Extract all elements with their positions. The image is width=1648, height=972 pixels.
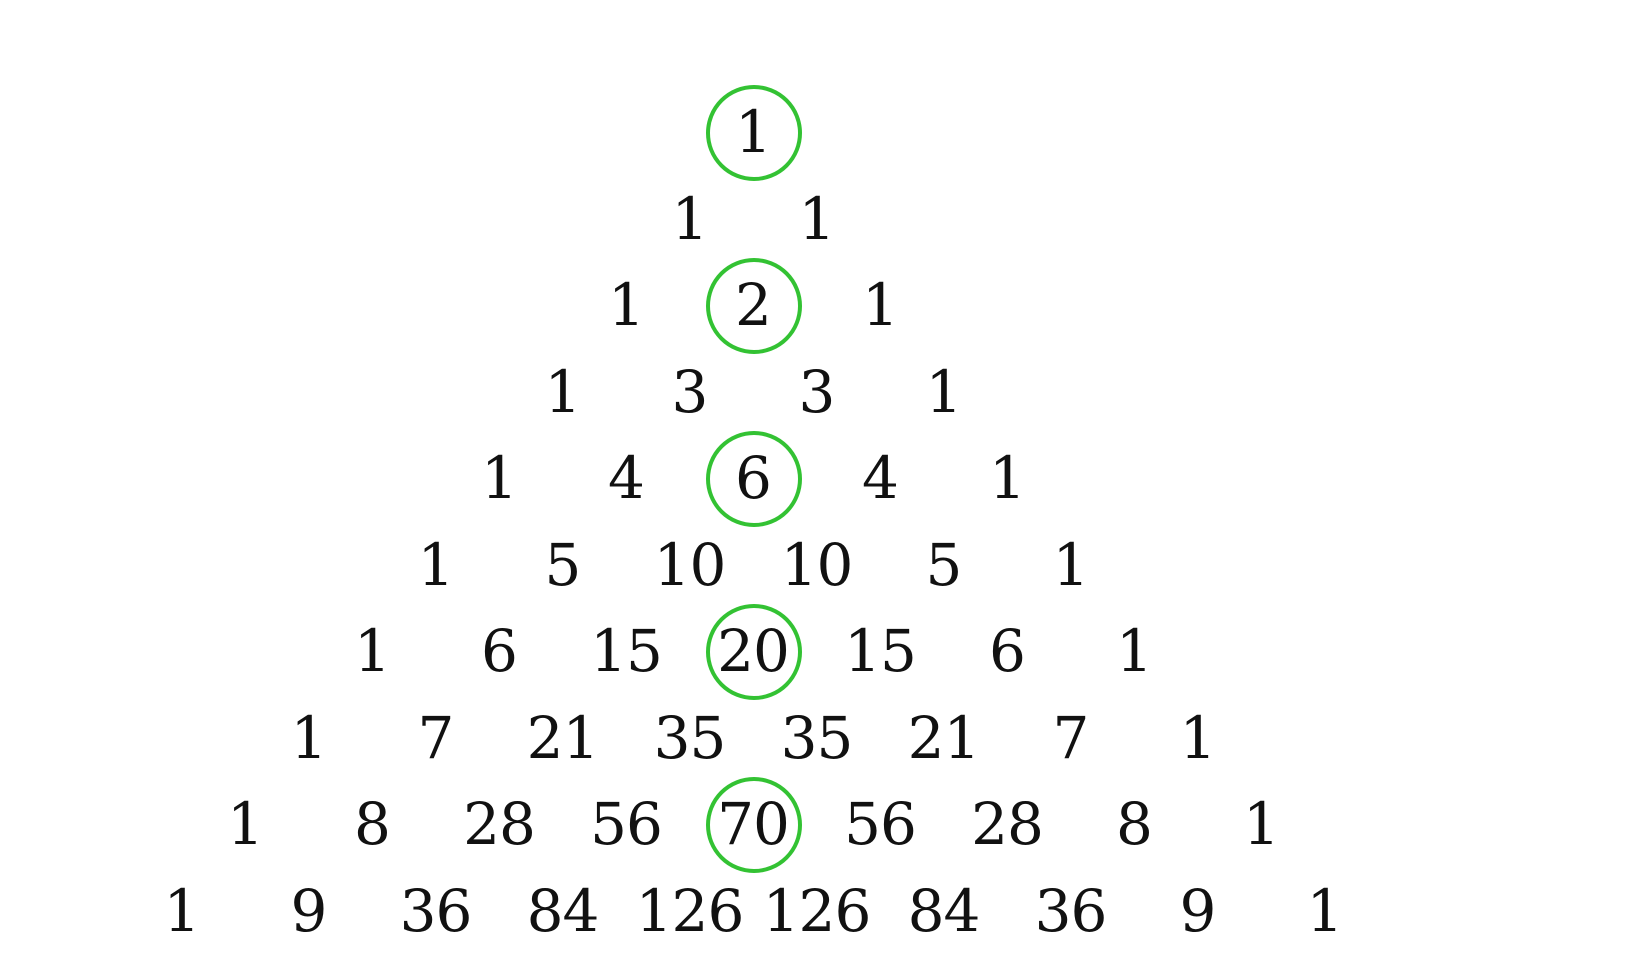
entry-value: 1 [862, 271, 899, 339]
entry-value: 9 [290, 876, 328, 945]
entry-value: 1 [989, 444, 1026, 512]
highlighted-entry-value: 2 [735, 271, 772, 339]
entry-value: 9 [1179, 876, 1217, 945]
entry-value: 6 [989, 617, 1026, 685]
highlight-circle [706, 604, 802, 700]
highlight-circle [706, 777, 802, 873]
entry-value: 1 [290, 703, 328, 772]
highlighted-entry-value: 20 [717, 617, 790, 685]
entry-value: 56 [590, 790, 663, 858]
entry-value: 8 [354, 790, 391, 858]
entry-value: 1 [481, 444, 518, 512]
entry-value: 36 [1034, 876, 1108, 945]
entry-value: 7 [417, 703, 455, 772]
entry-value: 1 [1179, 703, 1217, 772]
entry-value: 6 [481, 617, 518, 685]
entry-value: 15 [844, 617, 917, 685]
entry-value: 28 [463, 790, 536, 858]
entry-value: 5 [544, 530, 582, 599]
entry-value: 1 [1306, 876, 1344, 945]
entry-value: 1 [354, 617, 391, 685]
entry-value: 56 [844, 790, 917, 858]
entry-value: 126 [762, 876, 872, 945]
entry-value: 1 [227, 790, 264, 858]
entry-value: 1 [925, 357, 963, 426]
entry-value: 7 [1052, 703, 1090, 772]
entry-value: 21 [907, 703, 981, 772]
entry-value: 84 [526, 876, 600, 945]
entry-value: 36 [399, 876, 473, 945]
entry-value: 10 [780, 530, 854, 599]
entry-value: 126 [635, 876, 745, 945]
highlighted-entry-value: 70 [717, 790, 790, 858]
entry-value: 3 [671, 357, 709, 426]
highlighted-entry-value: 1 [735, 98, 772, 166]
entry-value: 4 [608, 444, 645, 512]
entry-value: 28 [971, 790, 1044, 858]
entry-value: 5 [925, 530, 963, 599]
highlight-circle [706, 258, 802, 354]
entry-value: 1 [608, 271, 645, 339]
entry-value: 8 [1116, 790, 1153, 858]
entry-value: 1 [163, 876, 201, 945]
entry-value: 21 [526, 703, 600, 772]
entry-value: 1 [671, 184, 709, 253]
highlighted-entry-value: 6 [735, 444, 772, 512]
entry-value: 10 [653, 530, 727, 599]
entry-value: 35 [780, 703, 854, 772]
entry-value: 35 [653, 703, 727, 772]
entry-value: 1 [1116, 617, 1153, 685]
entry-value: 1 [798, 184, 836, 253]
entry-value: 1 [1243, 790, 1280, 858]
entry-value: 1 [417, 530, 455, 599]
entry-value: 1 [1052, 530, 1090, 599]
highlight-circle [706, 85, 802, 181]
entry-value: 15 [590, 617, 663, 685]
entry-value: 1 [544, 357, 582, 426]
entry-value: 84 [907, 876, 981, 945]
highlight-circle [706, 431, 802, 527]
entry-value: 4 [862, 444, 899, 512]
entry-value: 3 [798, 357, 836, 426]
